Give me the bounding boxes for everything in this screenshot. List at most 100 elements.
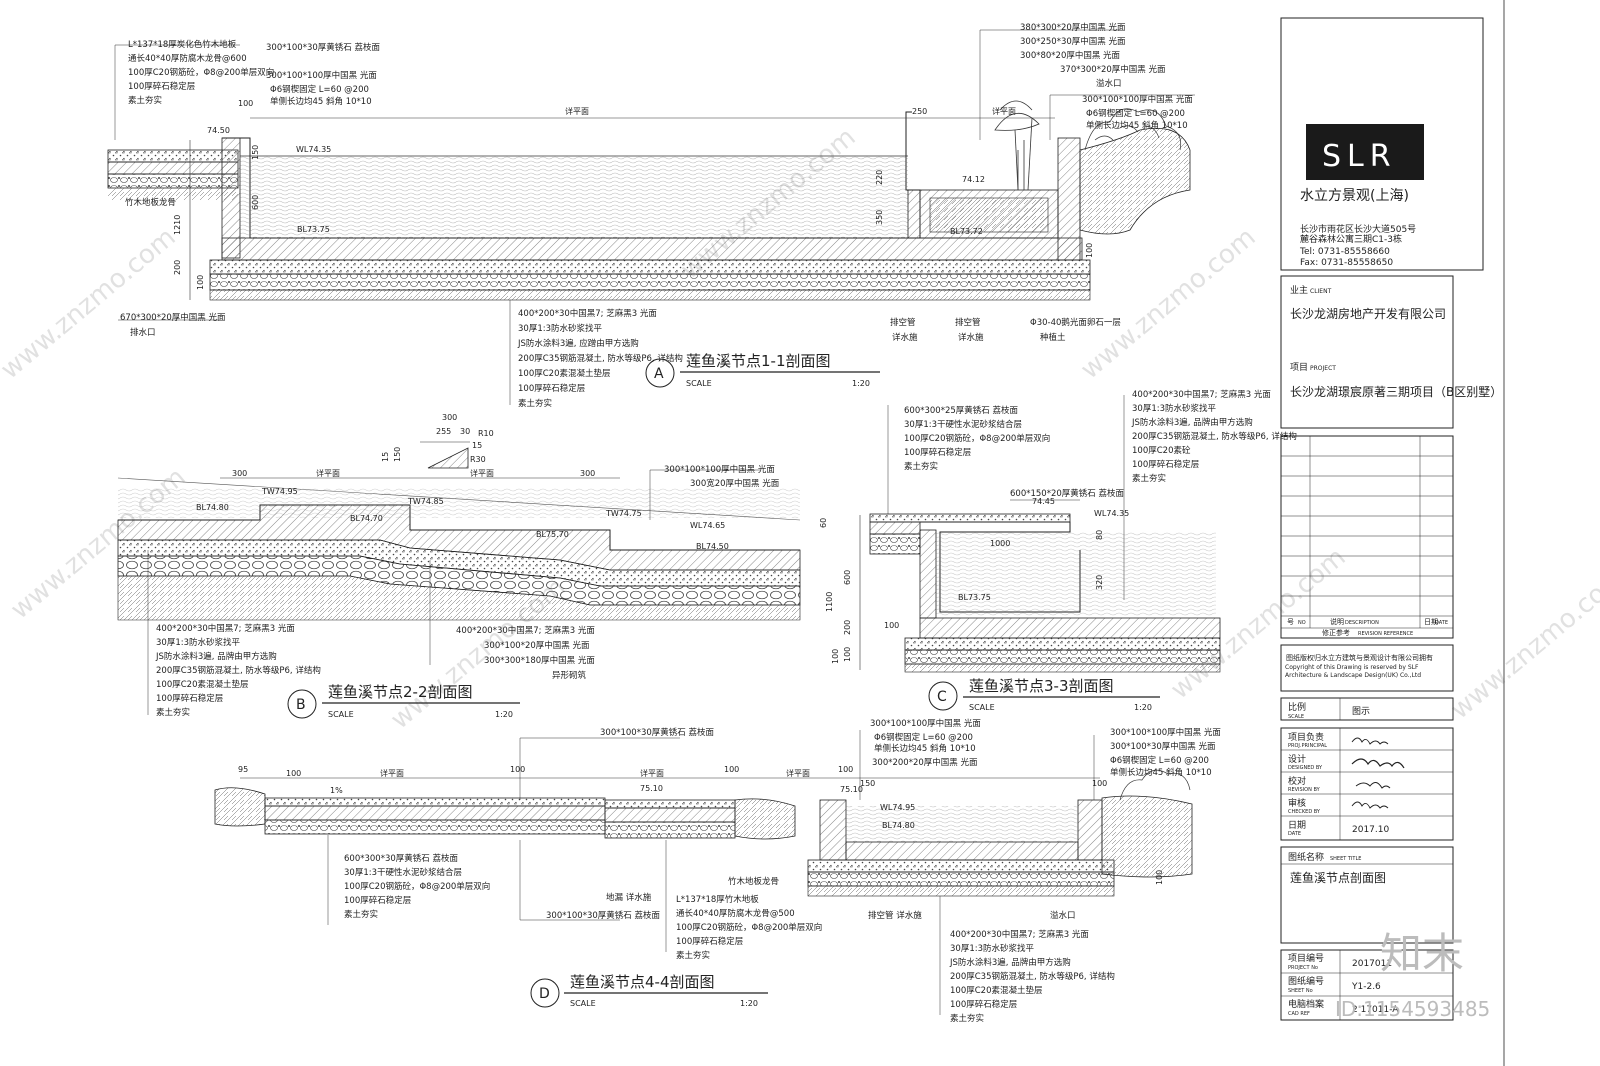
watermark-id: ID:1154593485 bbox=[1335, 997, 1490, 1021]
svg-text:排空管: 排空管 bbox=[890, 317, 916, 328]
rev-header-en: NO bbox=[1298, 620, 1306, 626]
svg-text:150: 150 bbox=[860, 779, 875, 788]
project-label: 项目 bbox=[1290, 362, 1308, 373]
svg-text:100: 100 bbox=[884, 621, 899, 630]
scale-label: SCALE bbox=[686, 379, 712, 388]
section-title: 莲鱼溪节点3-3剖面图 bbox=[969, 677, 1114, 695]
date-label-en: DATE bbox=[1288, 831, 1301, 837]
svg-text:WL74.65: WL74.65 bbox=[690, 521, 725, 530]
note: 200厚C35钢筋混凝土, 防水等级P6, 详结构 bbox=[156, 665, 321, 676]
note: 400*200*30中国黑7; 芝麻黑3 光面 bbox=[1132, 389, 1271, 400]
svg-text:详平面: 详平面 bbox=[640, 768, 664, 778]
section-title: 莲鱼溪节点4-4剖面图 bbox=[570, 973, 715, 991]
note: 300*100*100厚中国黑 光面 bbox=[664, 464, 775, 475]
scale-value: 图示 bbox=[1352, 706, 1370, 717]
logo-text: SLR bbox=[1322, 139, 1397, 174]
note: 300*100*100厚中国黑 光面 bbox=[1082, 94, 1193, 105]
svg-text:1210: 1210 bbox=[173, 215, 182, 235]
note: 300*100*30厚黄锈石 荔枝面 bbox=[600, 727, 714, 738]
note: 300*100*100厚中国黑 光面 bbox=[266, 70, 377, 81]
svg-text:TW74.75: TW74.75 bbox=[605, 509, 642, 518]
scale-label-en: SCALE bbox=[1288, 714, 1304, 720]
section-letter: A bbox=[654, 366, 664, 382]
svg-text:详水施: 详水施 bbox=[892, 332, 918, 343]
svg-text:BL74.80: BL74.80 bbox=[882, 821, 915, 830]
note: 100厚C20素混凝土垫层 bbox=[950, 985, 1042, 996]
svg-text:WL74.35: WL74.35 bbox=[296, 145, 331, 154]
concrete-bed bbox=[807, 859, 1115, 873]
note: 400*200*30中国黑7; 芝麻黑3 光面 bbox=[456, 625, 595, 636]
rev-header-en: DATE bbox=[1435, 620, 1448, 626]
section-d: 95 100 详平面 100 详平面 100 详平面 100 150 100 1… bbox=[214, 718, 1221, 1024]
signature-image bbox=[1351, 737, 1389, 745]
svg-text:150: 150 bbox=[393, 447, 402, 462]
note: Φ6钢楔固定 L=60 @200 bbox=[874, 732, 973, 743]
section-title: 莲鱼溪节点2-2剖面图 bbox=[328, 683, 473, 701]
note: Φ6钢楔固定 L=60 @200 bbox=[1086, 108, 1185, 119]
svg-text:80: 80 bbox=[1095, 530, 1104, 540]
svg-text:WL74.35: WL74.35 bbox=[1094, 509, 1129, 518]
lotus-plant-icon bbox=[994, 100, 1040, 191]
svg-text:BL73.75: BL73.75 bbox=[297, 225, 330, 234]
note: 400*200*30中国黑7; 芝麻黑3 光面 bbox=[950, 929, 1089, 940]
svg-text:300: 300 bbox=[580, 469, 595, 478]
revision-label-en: REVISION BY bbox=[1288, 787, 1321, 793]
svg-text:75.10: 75.10 bbox=[640, 784, 663, 793]
pond-base bbox=[221, 237, 1083, 261]
sheet-title: 莲鱼溪节点剖面图 bbox=[1290, 871, 1386, 885]
note: 300宽20厚中国黑 光面 bbox=[690, 478, 780, 489]
soil bbox=[108, 188, 238, 200]
svg-text:TW74.85: TW74.85 bbox=[407, 497, 444, 506]
note: 300*100*30厚中国黑 光面 bbox=[1110, 741, 1216, 752]
note: JS防水涂料3遍, 品牌由甲方选购 bbox=[1131, 417, 1253, 428]
designed-label: 设计 bbox=[1288, 753, 1306, 765]
title-block: SLR 水立方景观(上海) 长沙市雨花区长沙大道505号 麓谷森林公寓三期C1-… bbox=[1280, 0, 1505, 1066]
watermark-text: www.znzmo.com bbox=[1445, 562, 1600, 725]
project-no-label: 项目编号 bbox=[1288, 952, 1324, 964]
svg-text:74.12: 74.12 bbox=[962, 175, 985, 184]
sheet-title-label-en: SHEET TITLE bbox=[1330, 856, 1361, 862]
section-b: 300 255 30 15 R10 R30 150 15 300 详平面 详平面… bbox=[117, 413, 801, 719]
sheet-no: Y1-2.6 bbox=[1351, 982, 1381, 992]
note: 单侧长边均45 斜角 10*10 bbox=[1110, 767, 1212, 778]
note: 300*100*20厚中国黑 光面 bbox=[484, 640, 590, 651]
gravel-bed bbox=[807, 871, 1115, 887]
svg-text:100: 100 bbox=[843, 647, 852, 662]
svg-text:1%: 1% bbox=[330, 786, 343, 795]
svg-text:溢水口: 溢水口 bbox=[1050, 910, 1076, 921]
svg-text:BL75.70: BL75.70 bbox=[536, 530, 569, 539]
water-body bbox=[240, 156, 908, 238]
note: 单侧长边均45 斜角 10*10 bbox=[1086, 120, 1188, 131]
svg-text:地漏 详水施: 地漏 详水施 bbox=[606, 892, 652, 903]
cad-ref-label-en: CAD REF bbox=[1288, 1011, 1310, 1017]
note: 单侧长边均45 斜角 10*10 bbox=[874, 743, 976, 754]
note: 素土夯实 bbox=[156, 707, 190, 718]
svg-text:竹木地板龙骨: 竹木地板龙骨 bbox=[125, 197, 176, 208]
gravel-layer bbox=[264, 819, 606, 835]
company-fax: Fax: 0731-85558650 bbox=[1300, 258, 1393, 268]
date-value: 2017.10 bbox=[1352, 825, 1389, 835]
svg-text:95: 95 bbox=[238, 765, 248, 774]
note: 溢水口 bbox=[1096, 78, 1122, 89]
note: 100厚碎石稳定层 bbox=[128, 81, 195, 92]
svg-text:排空管: 排空管 bbox=[955, 317, 981, 328]
pond-base bbox=[919, 617, 1221, 639]
note: 素土夯实 bbox=[128, 95, 162, 106]
svg-text:1000: 1000 bbox=[990, 539, 1010, 548]
svg-text:BL74.50: BL74.50 bbox=[696, 542, 729, 551]
note: 素土夯实 bbox=[344, 909, 378, 920]
scale-value: 1:20 bbox=[852, 379, 870, 388]
sheet-no-label: 图纸编号 bbox=[1288, 975, 1324, 987]
concrete-layer bbox=[107, 161, 239, 175]
svg-text:详平面: 详平面 bbox=[470, 468, 494, 478]
note: 素土夯实 bbox=[1132, 473, 1166, 484]
client-name: 长沙龙湖房地产开发有限公司 bbox=[1290, 306, 1446, 321]
soil bbox=[904, 663, 1221, 673]
note: 600*300*30厚黄锈石 荔枝面 bbox=[344, 853, 458, 864]
pond-wall bbox=[919, 529, 937, 619]
svg-text:详平面: 详平面 bbox=[380, 768, 404, 778]
section-c: 74.45 WL74.35 BL73.75 1000 60 600 1100 2… bbox=[819, 389, 1297, 712]
scale-label: SCALE bbox=[328, 710, 354, 719]
water-body bbox=[936, 532, 1216, 616]
